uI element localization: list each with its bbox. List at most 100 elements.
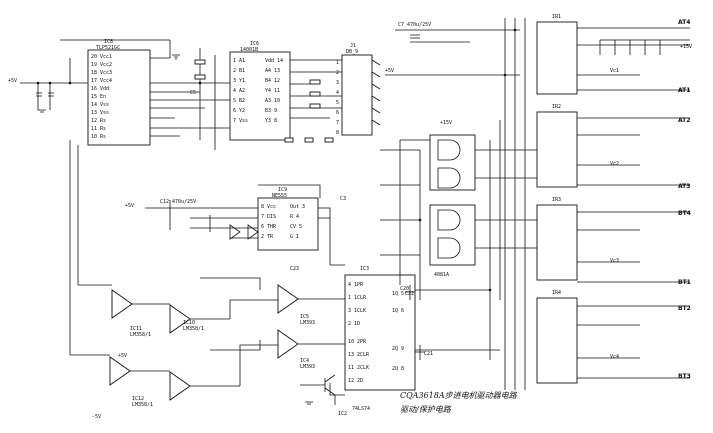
ic12-ref: IC12 — [132, 396, 144, 402]
svg-text:3 Y1: 3 Y1 — [233, 78, 245, 84]
transistor-q1: IC2 — [300, 374, 347, 417]
ic8-ref: IC8 — [104, 39, 113, 45]
ir4-block: IR4 — [536, 290, 578, 384]
svg-text:11 Rs: 11 Rs — [91, 126, 106, 132]
svg-text:1 1CLR: 1 1CLR — [348, 295, 367, 301]
ic3-block: IC3 74LS74 4 1PR 1 1CLR 3 1CLK 2 1D 10 2PR… — [344, 266, 416, 412]
ic7-block: +15V 4081A — [429, 120, 476, 278]
svg-text:6 THR: 6 THR — [261, 224, 277, 230]
vplus5-op: +5V — [118, 353, 127, 359]
svg-text:14 Vss: 14 Vss — [91, 102, 109, 108]
output-labels: AT4 AT1 AT2 AT3 BT4 BT1 BT2 BT3 — [678, 19, 691, 380]
supply-labels: +5V +5V +15V +5V +5V -5V — [8, 44, 692, 420]
svg-text:7 Vss: 7 Vss — [233, 118, 248, 124]
junction-dots — [36, 28, 517, 292]
ir2-block: IR2 — [536, 104, 578, 188]
vc3-label: Vc3 — [610, 258, 619, 264]
ic4-part: LM393 — [300, 364, 315, 370]
vc-labels: Vc1 Vc2 Vc3 Vc4 — [610, 68, 619, 360]
out-bt2: BT2 — [678, 305, 691, 312]
svg-text:2 1D: 2 1D — [348, 321, 360, 327]
svg-text:17 Vcc4: 17 Vcc4 — [91, 78, 112, 84]
vc1-label: Vc1 — [610, 68, 619, 74]
ic6-block: IC6 14001B 1 A12 B13 Y1 4 A25 B26 Y2 7 V… — [229, 41, 291, 141]
out-at2: AT2 — [678, 117, 690, 124]
cap-c3: C3 — [340, 196, 346, 202]
connector-part: DB_9 — [346, 49, 358, 55]
vplus5-555: +5V — [125, 203, 134, 209]
svg-text:5: 5 — [336, 100, 339, 106]
vplus5-mid: +5V — [385, 68, 394, 74]
svg-text:Out 3: Out 3 — [290, 204, 305, 210]
ir-drivers: IR1 IR2 IR3 IR4 — [536, 14, 578, 384]
ic12-part: LM358/1 — [132, 402, 153, 408]
title-line1: CQA3618A步进电机驱动器电路 — [400, 391, 518, 400]
svg-text:16 Vdd: 16 Vdd — [91, 86, 109, 92]
supply-15v-label: +15V — [440, 120, 452, 126]
svg-text:13 Vss: 13 Vss — [91, 110, 109, 116]
svg-text:A4 13: A4 13 — [265, 68, 280, 74]
ground-symbols — [38, 54, 313, 405]
ic3-part: 74LS74 — [352, 406, 370, 412]
cap-c22: C22 — [405, 291, 414, 297]
svg-text:R 4: R 4 — [290, 214, 299, 220]
ic10-ref: IC10 — [183, 320, 195, 326]
svg-text:2Q 9: 2Q 9 — [392, 346, 404, 352]
svg-text:7: 7 — [336, 120, 339, 126]
svg-text:4: 4 — [336, 90, 339, 96]
opamps: IC11 LM358/1 IC10 LM358/1 IC12 LM358/1 I… — [109, 284, 315, 408]
cap-c12: C12 470u/25V — [160, 199, 196, 205]
svg-text:12 Rs: 12 Rs — [91, 118, 106, 124]
svg-text:6: 6 — [336, 110, 339, 116]
ic10-part: LM358/1 — [183, 326, 204, 332]
ic9-part: NE555 — [272, 193, 287, 199]
cap-c20: C20 — [400, 286, 409, 292]
svg-text:12 2D: 12 2D — [348, 378, 363, 384]
vc4-label: Vc4 — [610, 354, 619, 360]
wiring — [20, 18, 690, 396]
ic3-ref: IC3 — [360, 266, 369, 272]
title-line2: 驱动/保护电路 — [400, 405, 452, 414]
svg-text:2Q 8: 2Q 8 — [392, 366, 404, 372]
svg-text:3: 3 — [336, 80, 339, 86]
svg-text:B4 12: B4 12 — [265, 78, 280, 84]
db9-connector: J1 DB_9 123 456 78 — [336, 43, 381, 136]
out-bt1: BT1 — [678, 279, 691, 286]
svg-text:4 1PR: 4 1PR — [348, 282, 364, 288]
svg-text:A3 10: A3 10 — [265, 98, 280, 104]
cap-c5: C5 — [190, 90, 196, 96]
ir3-ref: IR3 — [552, 197, 561, 203]
ic6-ref: IC6 — [250, 41, 259, 47]
ic5-ref: IC5 — [300, 314, 309, 320]
svg-text:1 A1: 1 A1 — [233, 58, 245, 64]
ir2-ref: IR2 — [552, 104, 561, 110]
svg-text:3 1CLK: 3 1CLK — [348, 308, 366, 314]
ic4-ref: IC4 — [300, 358, 309, 364]
svg-text:Vdd 14: Vdd 14 — [265, 58, 283, 64]
ir1-block: IR1 — [536, 14, 578, 95]
out-at3: AT3 — [678, 183, 690, 190]
svg-text:10 2PR: 10 2PR — [348, 339, 367, 345]
vplus15-right: +15V — [680, 44, 692, 50]
vplus5-left: +5V — [8, 78, 17, 84]
svg-text:Y4 11: Y4 11 — [265, 88, 280, 94]
svg-text:8: 8 — [336, 130, 339, 136]
svg-text:1Q 5: 1Q 5 — [392, 291, 404, 297]
cap-c21: C21 — [424, 351, 433, 357]
ic8-part: TLP521GC — [96, 45, 120, 51]
cap-c23: C23 — [290, 266, 299, 272]
connector-ref: J1 — [350, 43, 356, 49]
vc2-label: Vc2 — [610, 161, 619, 167]
svg-text:2 B1: 2 B1 — [233, 68, 245, 74]
svg-text:15 En: 15 En — [91, 94, 106, 100]
ic11-part: LM358/1 — [130, 332, 151, 338]
svg-text:4 A2: 4 A2 — [233, 88, 245, 94]
ic5-part: LM393 — [300, 320, 315, 326]
svg-text:19 Vcc2: 19 Vcc2 — [91, 62, 112, 68]
svg-text:7 DIS: 7 DIS — [261, 214, 276, 220]
svg-text:13 2CLR: 13 2CLR — [348, 352, 370, 358]
